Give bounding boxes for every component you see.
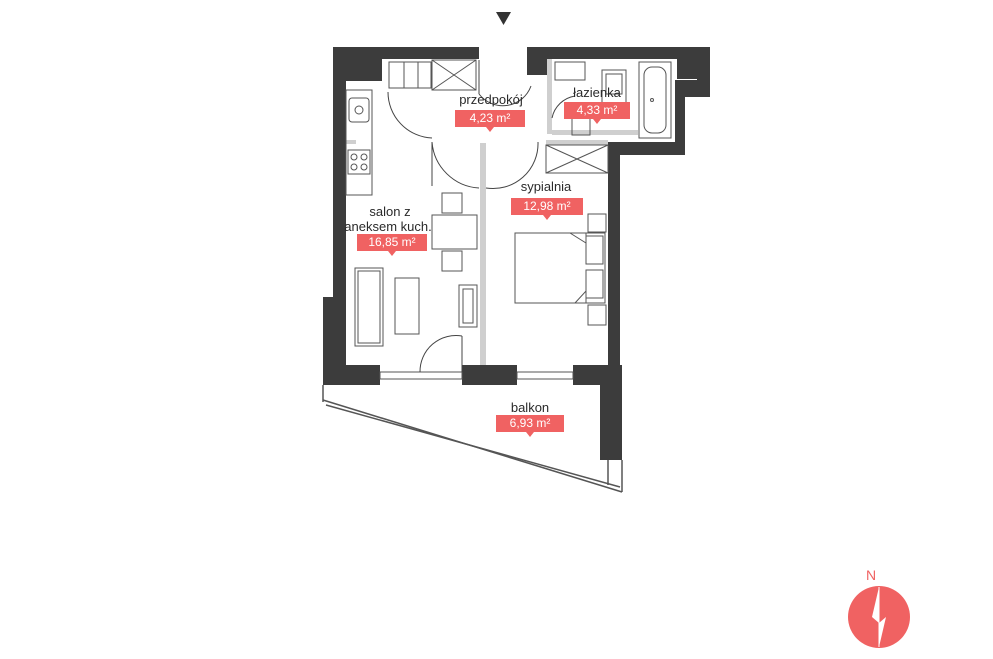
fixtures <box>345 59 672 347</box>
compass-north-label: N <box>866 567 877 583</box>
bedroom-area-badge: 12,98 m² <box>511 198 583 220</box>
balcony-name: balkon <box>510 400 550 415</box>
windows <box>379 371 574 380</box>
living-area-badge: 16,85 m² <box>357 234 427 256</box>
walls <box>323 47 710 460</box>
doors <box>387 60 576 373</box>
balcony-area-badge: 6,93 m² <box>496 415 564 437</box>
balcony-outline <box>322 385 623 493</box>
living-name-line2: aneksem kuch. <box>344 219 432 234</box>
hallway-area-badge: 4,23 m² <box>455 110 525 132</box>
bathroom-area-badge: 4,33 m² <box>564 102 630 124</box>
entrance-arrow-icon <box>496 12 511 25</box>
partitions <box>346 59 638 365</box>
compass-icon <box>848 586 910 648</box>
hallway-name: przedpokój <box>459 92 523 107</box>
bedroom-name: sypialnia <box>520 179 572 194</box>
bathroom-name: łazienka <box>573 85 621 100</box>
living-name-line1: salon z <box>369 204 411 219</box>
